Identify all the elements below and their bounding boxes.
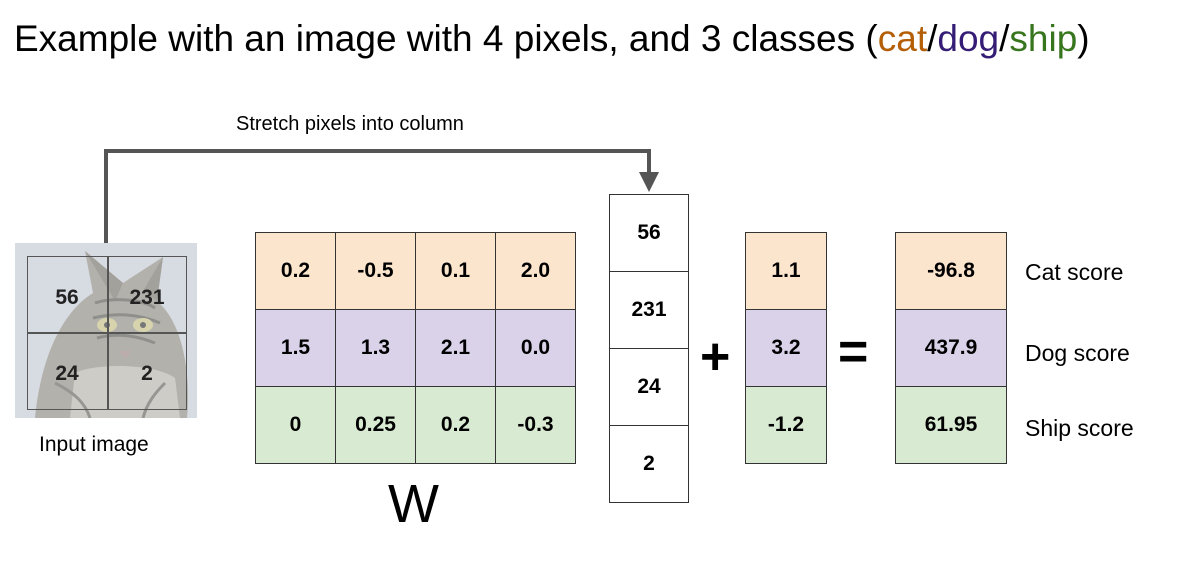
pixel-value: 24 <box>55 362 79 385</box>
slide-title: Example with an image with 4 pixels, and… <box>14 18 1090 60</box>
weight-cell: 0 <box>255 386 336 464</box>
weight-row-ship: 0 0.25 0.2 -0.3 <box>255 386 576 464</box>
weight-row-dog: 1.5 1.3 2.1 0.0 <box>255 309 576 387</box>
stretch-label: Stretch pixels into column <box>236 113 464 135</box>
pixel-grid-divider-horizontal <box>27 332 187 334</box>
title-dog: dog <box>937 18 1000 59</box>
bias-cell: -1.2 <box>745 386 827 464</box>
weight-cell: 1.5 <box>255 309 336 387</box>
image-overlay <box>15 243 197 418</box>
weight-cell: 0.2 <box>255 232 336 310</box>
pixel-value: 2 <box>141 362 153 385</box>
title-sep-1: / <box>927 18 938 59</box>
pixel-column-vector: 56 231 24 2 <box>609 194 689 503</box>
weight-cell: 0.0 <box>495 309 576 387</box>
input-image: 56 231 24 2 <box>15 243 197 418</box>
cat-photo <box>15 243 197 418</box>
weight-cell: 0.1 <box>415 232 496 310</box>
x-cell: 2 <box>609 425 689 503</box>
dog-score-label: Dog score <box>1025 340 1130 366</box>
input-image-label: Input image <box>39 433 149 456</box>
bias-vector: 1.1 3.2 -1.2 <box>745 232 827 464</box>
weight-cell: 0.25 <box>335 386 416 464</box>
score-vector: -96.8 437.9 61.95 <box>895 232 1007 464</box>
x-cell: 231 <box>609 271 689 349</box>
weight-matrix: 0.2 -0.5 0.1 2.0 1.5 1.3 2.1 0.0 0 0.25 … <box>255 232 576 464</box>
x-cell: 24 <box>609 348 689 426</box>
weight-cell: -0.5 <box>335 232 416 310</box>
pixel-value: 56 <box>55 286 79 309</box>
plus-sign: + <box>700 328 731 386</box>
weight-cell: 0.2 <box>415 386 496 464</box>
score-cell: -96.8 <box>895 232 1007 310</box>
title-cat: cat <box>877 18 928 59</box>
weight-matrix-label: W <box>388 474 439 534</box>
title-sep-2: / <box>999 18 1010 59</box>
title-suffix: ) <box>1077 18 1090 59</box>
equals-sign: = <box>838 323 869 381</box>
weight-row-cat: 0.2 -0.5 0.1 2.0 <box>255 232 576 310</box>
score-cell: 61.95 <box>895 386 1007 464</box>
ship-score-label: Ship score <box>1025 415 1134 441</box>
x-cell: 56 <box>609 194 689 272</box>
weight-cell: 2.0 <box>495 232 576 310</box>
bias-cell: 1.1 <box>745 232 827 310</box>
title-prefix: Example with an image with 4 pixels, and… <box>14 18 878 59</box>
score-cell: 437.9 <box>895 309 1007 387</box>
title-ship: ship <box>1009 18 1078 59</box>
weight-cell: -0.3 <box>495 386 576 464</box>
cat-score-label: Cat score <box>1025 259 1124 285</box>
pixel-grid: 56 231 24 2 <box>27 256 187 410</box>
bias-cell: 3.2 <box>745 309 827 387</box>
weight-cell: 2.1 <box>415 309 496 387</box>
weight-cell: 1.3 <box>335 309 416 387</box>
pixel-value: 231 <box>129 286 165 309</box>
